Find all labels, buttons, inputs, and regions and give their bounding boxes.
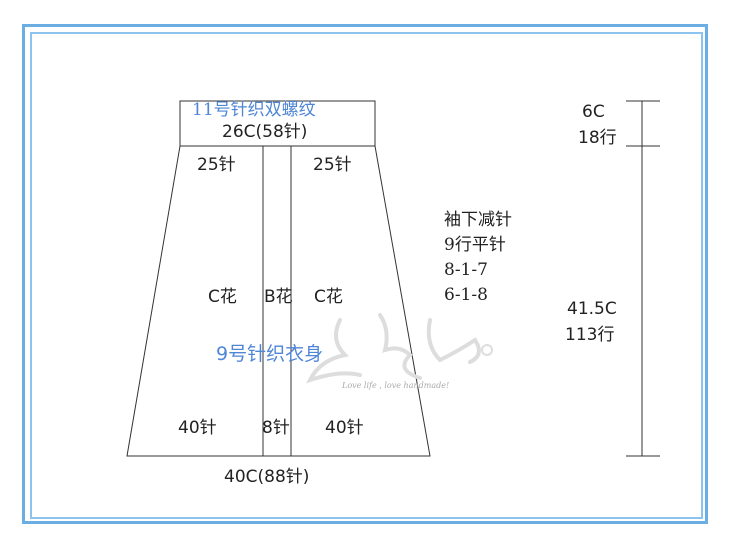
- band-width-label: 26C(58针): [222, 122, 308, 142]
- left-cable-pattern: C花: [208, 287, 237, 307]
- inner-frame: [30, 32, 703, 519]
- shaping-title: 袖下减针: [444, 210, 512, 230]
- right-cable-pattern: C花: [314, 287, 343, 307]
- center-cable-pattern: B花: [264, 287, 293, 307]
- watermark-caption: Love life , love handmade!: [342, 381, 450, 390]
- bottom-left-stitches: 40针: [178, 418, 217, 438]
- bottom-width-label: 40C(88针): [224, 467, 310, 487]
- band-height-rows: 18行: [578, 128, 617, 148]
- body-title: 9号针织衣身: [216, 343, 324, 365]
- sleeve-body: [126, 145, 431, 457]
- watermark-logo: [306, 313, 493, 384]
- right-panel-top-stitches: 25针: [313, 155, 352, 175]
- body-height-cm: 41.5C: [567, 299, 617, 319]
- band-height-cm: 6C: [582, 102, 605, 122]
- body-height-rows: 113行: [565, 325, 615, 345]
- bottom-right-stitches: 40针: [325, 418, 364, 438]
- bottom-center-stitches: 8针: [262, 418, 290, 438]
- shaping-line-1: 9行平针: [444, 235, 506, 255]
- shaping-line-2: 8-1-7: [444, 260, 488, 280]
- band-title: 11号针织双螺纹: [192, 100, 316, 120]
- outer-frame: [22, 24, 708, 524]
- left-panel-top-stitches: 25针: [197, 155, 236, 175]
- shaping-line-3: 6-1-8: [444, 285, 488, 305]
